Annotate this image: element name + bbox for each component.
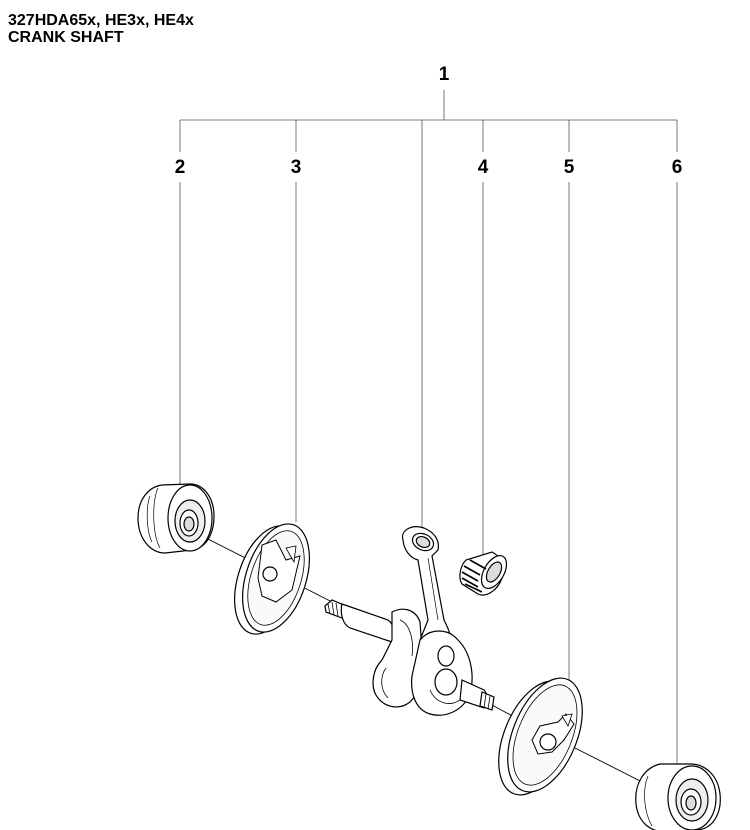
- diagram-title: 327HDA65x, HE3x, HE4x CRANK SHAFT: [8, 12, 194, 46]
- callout-2[interactable]: 2: [175, 157, 186, 178]
- callout-1[interactable]: 1: [439, 64, 450, 85]
- callout-3[interactable]: 3: [291, 157, 302, 178]
- part-2-ball-bearing[interactable]: [137, 483, 215, 554]
- part-6-ball-bearing[interactable]: [635, 763, 721, 830]
- part-4-needle-bearing[interactable]: [459, 551, 512, 596]
- callout-6[interactable]: 6: [672, 157, 683, 178]
- callout-4[interactable]: 4: [478, 157, 489, 178]
- section-title: CRANK SHAFT: [8, 29, 124, 46]
- model-line: 327HDA65x, HE3x, HE4x: [8, 12, 194, 29]
- leader-lines: [179, 90, 678, 765]
- callout-5[interactable]: 5: [564, 157, 575, 178]
- part-3-washer[interactable]: [222, 515, 322, 642]
- part-5-washer[interactable]: [484, 667, 597, 805]
- part-1-crankshaft[interactable]: [324, 526, 495, 716]
